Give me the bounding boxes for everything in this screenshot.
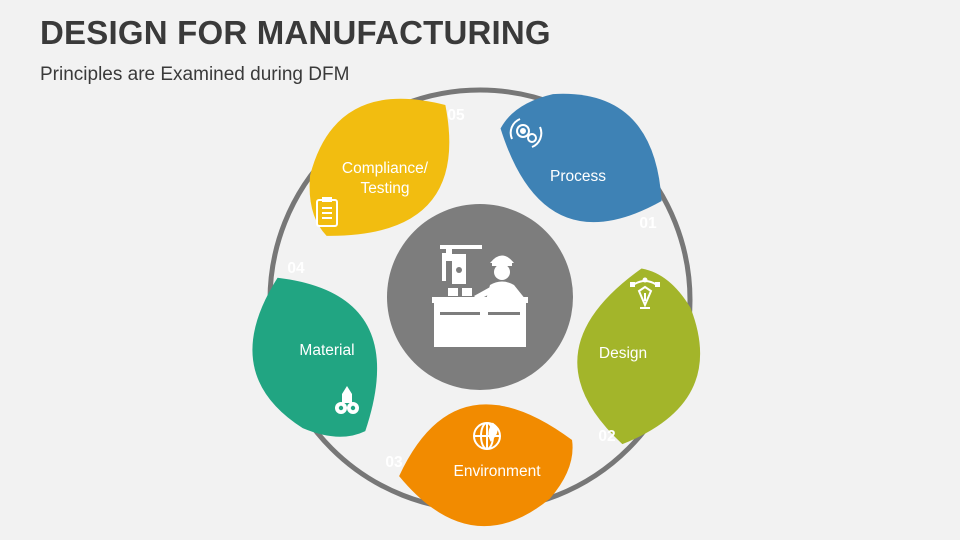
segment-material-label: Material	[299, 342, 354, 359]
eco-globe-icon	[473, 422, 501, 450]
factory-worker-icon	[432, 245, 528, 347]
segment-process-label: Process	[550, 168, 606, 185]
segment-compliance-testing-number: 05	[447, 107, 465, 124]
segment-design-number: 02	[598, 428, 615, 445]
segment-environment-number: 03	[385, 454, 403, 471]
page-subtitle: Principles are Examined during DFM	[40, 64, 350, 85]
segment-material-number: 04	[287, 260, 305, 277]
pen-tool-icon	[630, 277, 660, 309]
gears-cycle-icon	[509, 118, 543, 148]
segment-compliance-testing-label-line-1: Compliance/	[342, 160, 429, 177]
checklist-icon	[316, 197, 338, 227]
segment-environment-label: Environment	[453, 463, 541, 480]
segment-design-label: Design	[599, 345, 647, 362]
segment-compliance-testing-label-line-2: Testing	[360, 180, 409, 197]
page-title: DESIGN FOR MANUFACTURING	[40, 14, 551, 51]
segment-process-number: 01	[639, 215, 657, 232]
material-stack-icon	[335, 386, 359, 414]
